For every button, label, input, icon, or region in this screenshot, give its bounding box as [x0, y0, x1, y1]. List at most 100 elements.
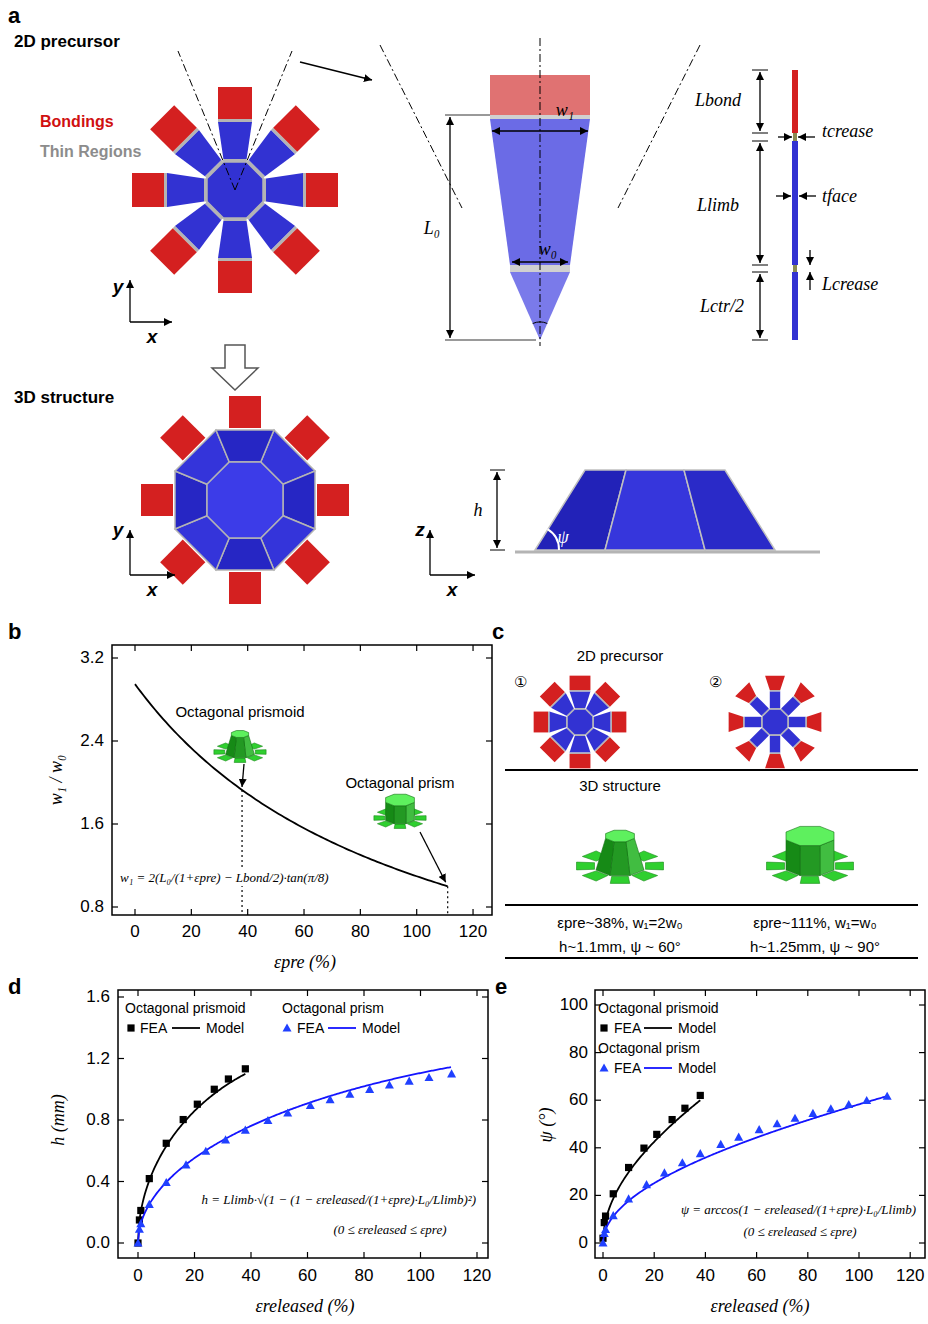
limb-face: [789, 717, 806, 727]
formula: h = Llimb·√(1 − (1 − εreleased/(1+εpre)·…: [200, 1192, 478, 1208]
tick-mark: [118, 1058, 124, 1059]
green-structure: [767, 826, 854, 883]
bonding: [273, 105, 320, 152]
fea-marker: [182, 1160, 191, 1168]
formula: (0 ≤ εreleased ≤ εpre): [741, 1224, 858, 1240]
tick-mark: [705, 1252, 706, 1258]
axis-name: x: [447, 579, 458, 601]
flap: [800, 876, 820, 883]
bonding: [306, 173, 338, 207]
annotation: εpre~38%, w₁=2w₀: [557, 914, 683, 931]
symbol-label: Llimb: [697, 195, 739, 216]
tick-mark: [416, 909, 417, 915]
tick-mark: [919, 1100, 925, 1101]
fea-marker: [734, 1133, 743, 1141]
table-rule: [505, 904, 918, 906]
fea-marker: [697, 1092, 704, 1099]
thin-region: [164, 173, 167, 207]
fea-marker: [345, 1090, 354, 1098]
fea-marker: [844, 1100, 853, 1108]
flap: [610, 876, 630, 883]
fea-marker: [826, 1104, 835, 1112]
side-face: [800, 846, 820, 876]
dimension-w0: [512, 261, 568, 262]
tick-label: 2.4: [80, 731, 104, 751]
base-line: [515, 551, 820, 554]
tick-label: 80: [798, 1266, 817, 1286]
tick-mark: [194, 1252, 195, 1258]
flap: [415, 816, 426, 821]
axis-arrow: [430, 574, 475, 575]
extension-line: [445, 340, 536, 341]
panel-letter: b: [8, 619, 21, 645]
legend-heading: Octagonal prism: [598, 1040, 700, 1056]
fea-marker: [625, 1164, 632, 1171]
tick-mark: [482, 996, 488, 997]
fea-marker: [601, 1225, 610, 1233]
section-heading: 3D structure: [14, 388, 114, 408]
symbol-label: h: [474, 500, 483, 521]
tick-mark: [486, 906, 492, 907]
tick-mark: [194, 990, 195, 996]
fea-marker: [163, 1140, 170, 1147]
tick-mark: [919, 1004, 925, 1005]
legend-entry: Model: [678, 1020, 716, 1036]
angle-arc: [533, 322, 548, 324]
fea-marker: [600, 1024, 607, 1031]
tick-label: 120: [459, 922, 487, 942]
limb-face: [549, 712, 566, 733]
legend-heading: Octagonal prism: [282, 1000, 384, 1016]
fea-marker: [241, 1126, 250, 1134]
axis-name: z: [415, 519, 425, 541]
symbol-label: εreleased (%): [711, 1296, 810, 1317]
tick-mark: [486, 823, 492, 824]
center-octagon: [762, 709, 787, 734]
tick-mark: [919, 1147, 925, 1148]
symbol-label: tface: [822, 186, 857, 207]
dimension-w1: [492, 130, 588, 131]
bonding: [317, 484, 349, 516]
fea-marker: [600, 1064, 609, 1072]
panel-letter: c: [492, 619, 504, 645]
annotation: 3D structure: [579, 777, 661, 794]
legend-line: [172, 1027, 200, 1029]
fea-marker: [180, 1116, 187, 1123]
crease-arrow: [809, 272, 810, 290]
material-label: Thin Regions: [40, 143, 141, 161]
tick-mark: [112, 906, 118, 907]
tick-mark: [191, 645, 192, 651]
thin-region: [218, 119, 252, 122]
center-octagon: [567, 709, 592, 734]
bonding: [765, 676, 785, 690]
legend-entry: Model: [206, 1020, 244, 1036]
model-curve: [138, 1067, 451, 1243]
flap: [767, 862, 785, 870]
tick-mark: [482, 1058, 488, 1059]
tick-mark: [360, 909, 361, 915]
dimension-tick: [490, 470, 505, 471]
tick-label: 60: [569, 1090, 588, 1110]
tick-mark: [250, 1252, 251, 1258]
tick-mark: [654, 1252, 655, 1258]
fea-marker: [599, 1239, 608, 1247]
side-face: [394, 806, 406, 824]
tick-mark: [416, 645, 417, 651]
bonding: [534, 712, 548, 733]
top-octagon: [207, 462, 283, 538]
side-face: [406, 802, 414, 823]
tick-mark: [858, 990, 859, 996]
dimension-tick: [752, 340, 768, 341]
flap: [214, 750, 225, 755]
limb-face: [266, 173, 303, 207]
thin-region: [770, 690, 780, 691]
limb-face: [770, 736, 780, 753]
tick-label: 40: [569, 1138, 588, 1158]
fea-marker: [602, 1212, 609, 1219]
formula: (0 ≤ εreleased ≤ εpre): [331, 1222, 448, 1238]
fea-marker: [678, 1158, 687, 1166]
bonding: [132, 173, 164, 207]
tick-mark: [919, 1242, 925, 1243]
dimension-l0: [449, 117, 450, 338]
tick-mark: [303, 645, 304, 651]
thin-region: [770, 753, 780, 754]
